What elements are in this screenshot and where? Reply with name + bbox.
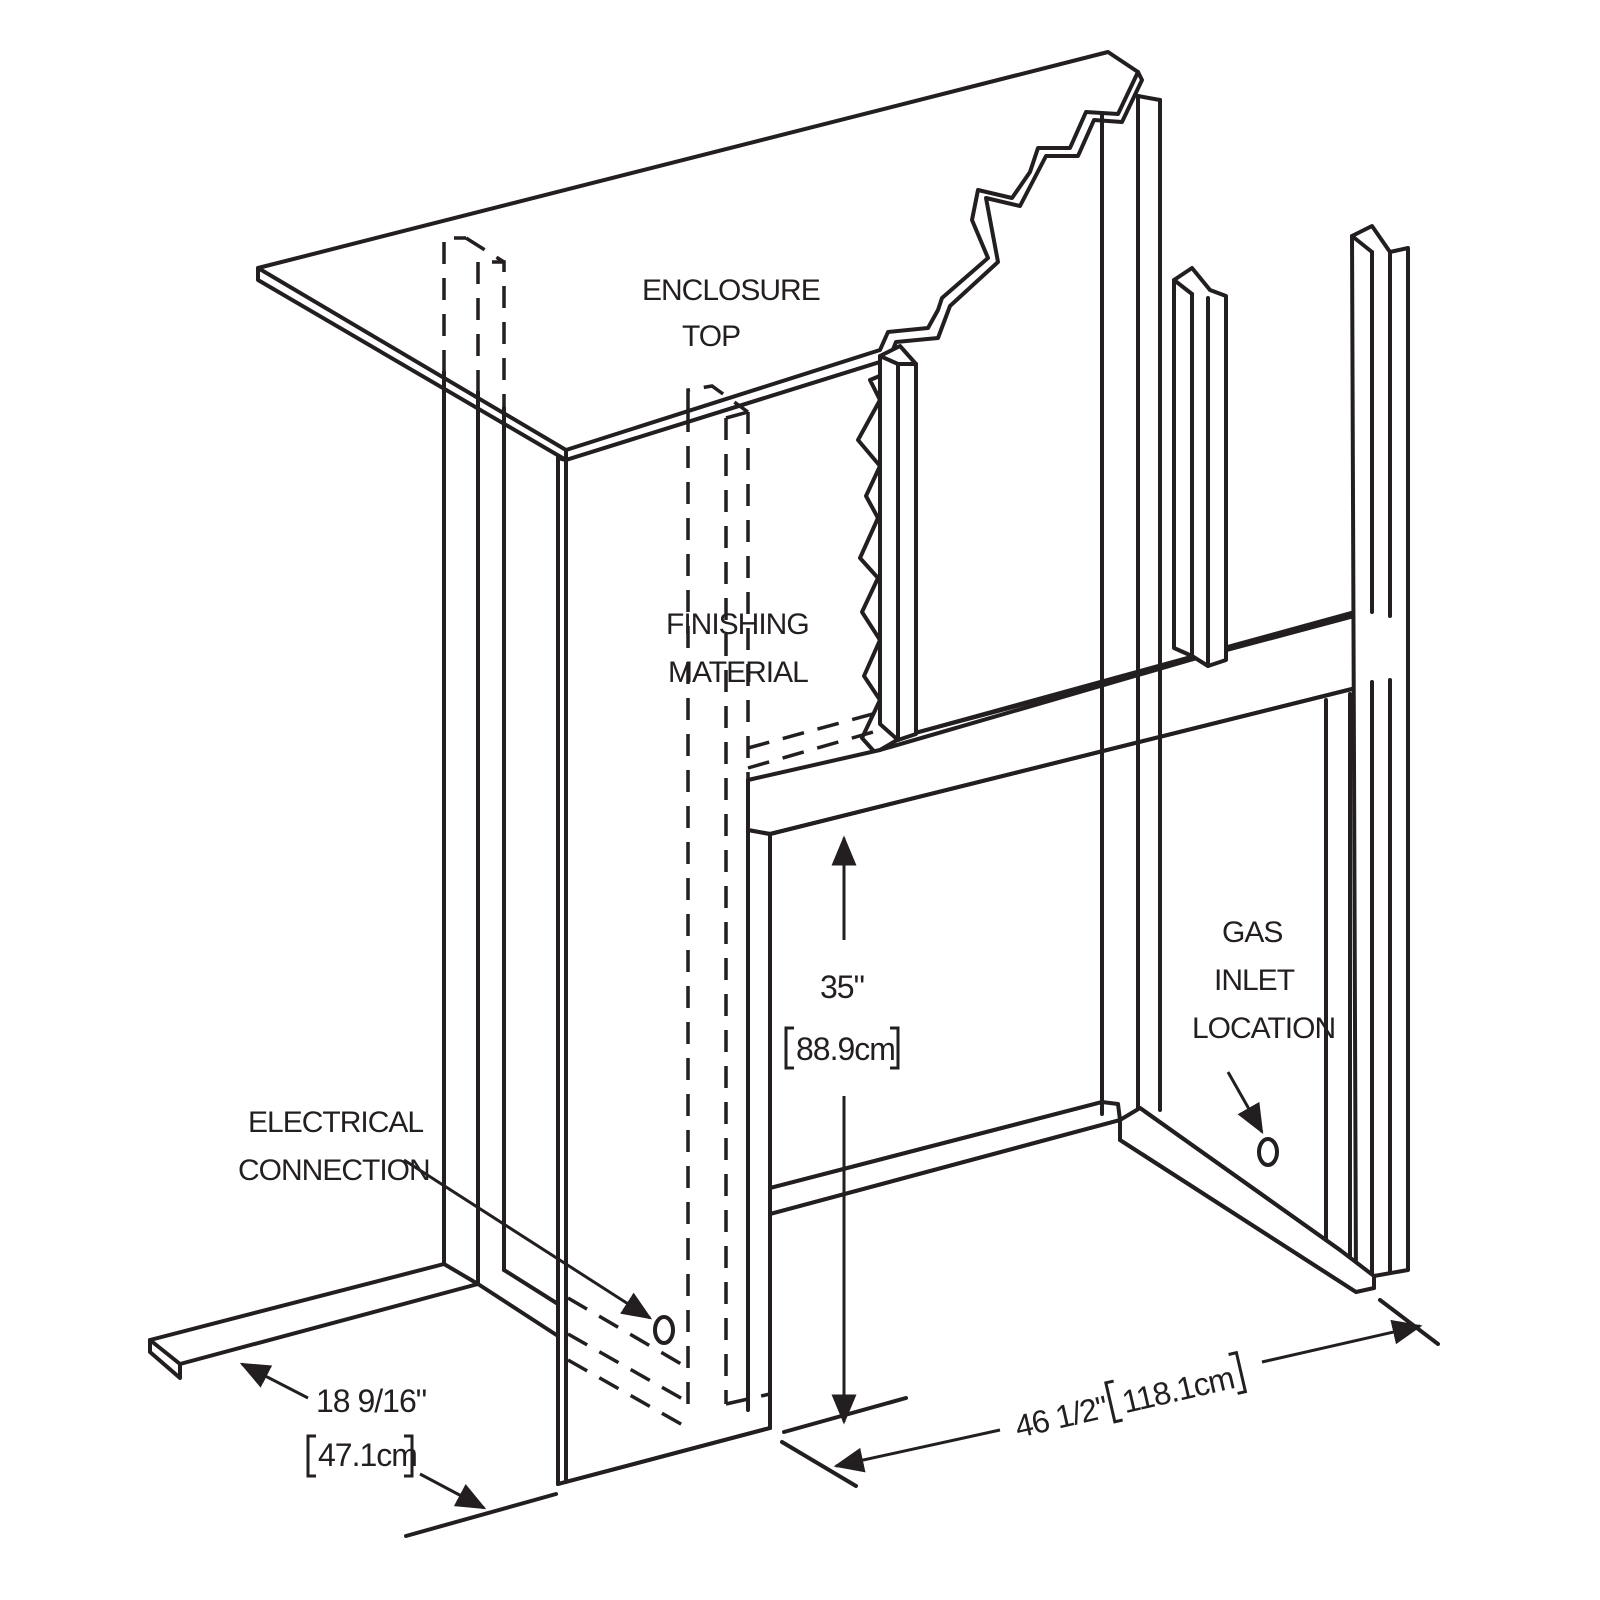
height-dimension-imperial: 35" (820, 969, 864, 1005)
left-floor-plate (148, 1262, 560, 1380)
enclosure-top-panel (256, 50, 1144, 462)
electrical-leader-line (403, 1158, 653, 1320)
left-rear-stud (442, 370, 506, 1284)
gas-inlet-label-line2: INLET (1214, 964, 1295, 997)
width-dimension (780, 1298, 1440, 1488)
width-dimension-metric: 118.1cm (1119, 1359, 1238, 1420)
right-lower-stud (1324, 692, 1352, 1264)
electrical-connection-icon (653, 1315, 675, 1345)
height-dimension (782, 835, 908, 1434)
enclosure-top-label-line2: TOP (682, 320, 740, 353)
right-floor-plate (1118, 1106, 1376, 1294)
electrical-connection-label-line1: ELECTRICAL (248, 1106, 423, 1139)
height-dimension-metric: 88.9cm (796, 1031, 895, 1067)
finishing-material-label-line1: FINISHING (666, 608, 809, 641)
enclosure-top-label-line1: ENCLOSURE (642, 274, 820, 307)
left-stud-hidden-outline (442, 236, 506, 408)
rear-right-tall-stud (1100, 94, 1162, 1120)
gas-inlet-label-line1: GAS (1222, 916, 1282, 949)
depth-dimension (239, 1362, 558, 1538)
cripple-stud-left (878, 344, 918, 742)
width-dimension-label: 46 1/2" 118.1cm (1011, 1350, 1248, 1445)
far-right-stud (1350, 224, 1410, 1290)
width-dimension-imperial: 46 1/2" (1011, 1389, 1110, 1445)
gas-inlet-icon (1257, 1137, 1279, 1167)
height-metric-bracket (784, 1026, 900, 1070)
depth-dimension-metric: 47.1cm (318, 1437, 417, 1473)
depth-dimension-imperial: 18 9/16" (316, 1383, 426, 1419)
electrical-connection-label-line2: CONNECTION (238, 1154, 430, 1187)
gas-inlet-leader-line (1226, 1071, 1264, 1135)
depth-metric-bracket (306, 1434, 414, 1478)
cripple-stud-middle (1172, 266, 1228, 668)
gas-inlet-label-line3: LOCATION (1192, 1012, 1335, 1045)
front-right-stud (746, 778, 772, 1430)
finishing-material-label-line2: MATERIAL (668, 656, 808, 689)
back-floor-plate (768, 1100, 1122, 1216)
